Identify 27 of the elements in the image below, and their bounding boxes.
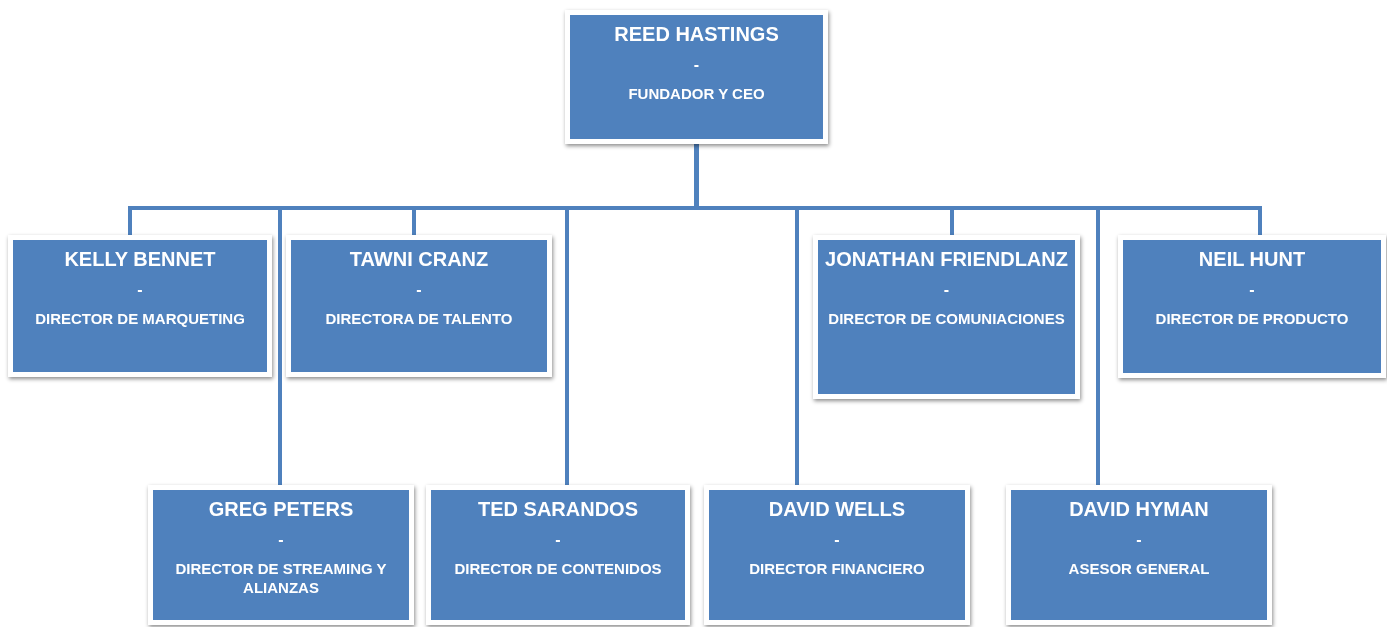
job-title: FUNDADOR Y CEO — [628, 84, 765, 103]
separator: - — [137, 281, 143, 299]
person-name: TED SARANDOS — [478, 498, 638, 521]
person-name: KELLY BENNET — [64, 248, 216, 271]
separator: - — [416, 281, 422, 299]
separator: - — [555, 531, 561, 549]
job-title: DIRECTOR DE COMUNIACIONES — [828, 309, 1065, 328]
job-title: DIRECTORA DE TALENTO — [325, 309, 513, 328]
person-name: DAVID HYMAN — [1069, 498, 1209, 521]
person-name: DAVID WELLS — [768, 498, 906, 521]
person-name: TAWNI CRANZ — [349, 248, 489, 271]
separator: - — [943, 281, 950, 299]
job-title: DIRECTOR FINANCIERO — [749, 559, 925, 578]
person-name: REED HASTINGS — [614, 23, 779, 46]
job-title: ASESOR GENERAL — [1068, 559, 1210, 578]
person-name: NEIL HUNT — [1198, 248, 1306, 271]
separator: - — [1136, 531, 1142, 549]
person-name: JONATHAN FRIENDLANZ — [825, 248, 1068, 271]
separator: - — [278, 531, 284, 549]
job-title: DIRECTOR DE STREAMING Y ALIANZAS — [174, 559, 388, 597]
job-title: DIRECTOR DE CONTENIDOS — [454, 559, 662, 578]
job-title: DIRECTOR DE MARQUETING — [35, 309, 245, 328]
job-title: DIRECTOR DE PRODUCTO — [1155, 309, 1349, 328]
separator: - — [1249, 281, 1255, 299]
person-name: GREG PETERS — [208, 498, 354, 521]
separator: - — [834, 531, 840, 549]
separator: - — [693, 56, 700, 74]
